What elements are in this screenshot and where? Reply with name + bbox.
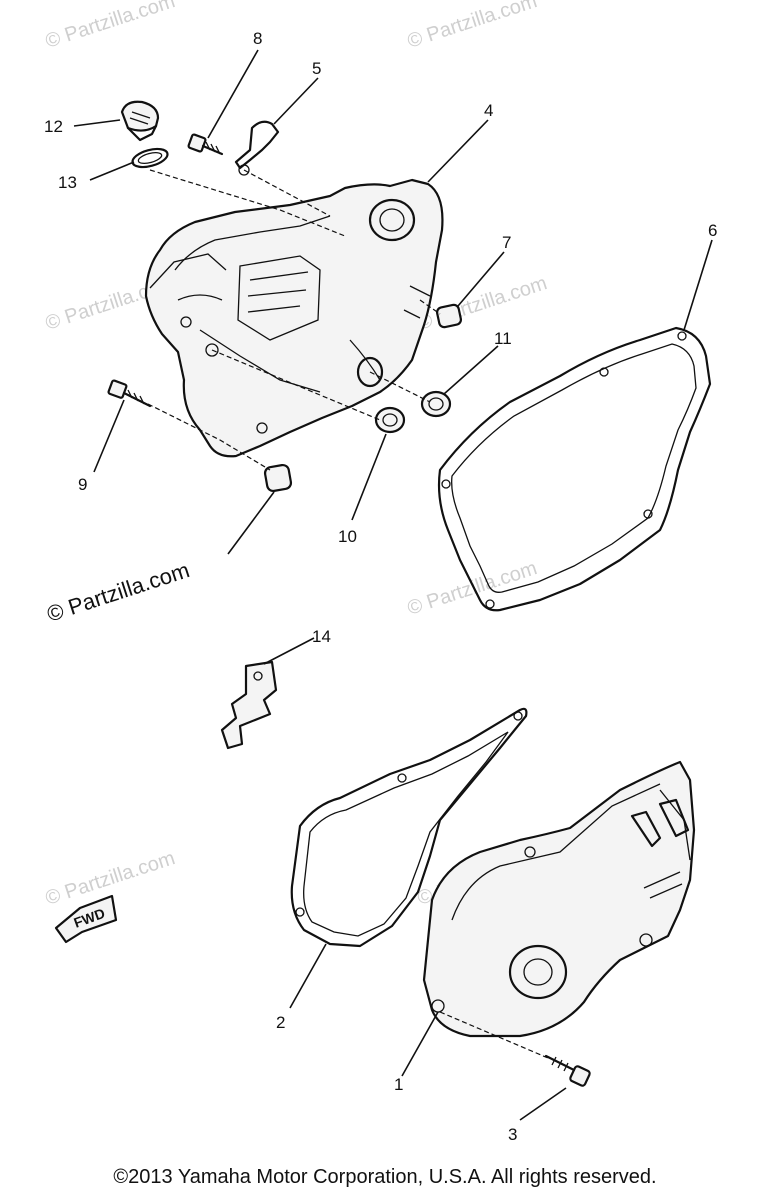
leader-lines <box>73 49 713 1121</box>
callout-13: 13 <box>58 173 77 192</box>
magneto-gasket-2-part <box>290 707 528 948</box>
watermark-top-right: © Partzilla.com <box>405 0 540 53</box>
callout-1: 1 <box>394 1075 403 1094</box>
callout-7: 7 <box>502 233 511 252</box>
o-ring-part <box>131 147 169 169</box>
bolt-8-part <box>187 133 224 156</box>
callout-6: 6 <box>708 221 717 240</box>
watermark-center-right: © Partzilla.com <box>405 557 540 620</box>
cable-guide-5-part <box>234 120 280 176</box>
cover-gasket-6-part <box>437 326 712 612</box>
watermark-main: © Partzilla.com <box>44 557 193 627</box>
callout-numbers: 12 13 8 5 4 7 6 11 9 10 14 2 1 3 <box>44 29 717 1144</box>
callout-11: 11 <box>494 329 512 348</box>
dowel-pin-7-part <box>435 303 463 329</box>
oil-seal-11-part <box>420 390 452 418</box>
bracket-14-part <box>220 660 278 750</box>
callout-3: 3 <box>508 1125 517 1144</box>
oil-seal-10-part <box>374 406 406 434</box>
callout-8: 8 <box>253 29 262 48</box>
assembly-lines <box>147 169 549 1059</box>
fwd-direction-arrow: FWD <box>54 894 118 944</box>
watermark-group: © Partzilla.com © Partzilla.com © Partzi… <box>43 0 550 910</box>
callout-5: 5 <box>312 59 321 78</box>
screw-3-part <box>544 1054 591 1087</box>
callout-2: 2 <box>276 1013 285 1032</box>
bolt-9-part <box>107 379 152 408</box>
callout-9: 9 <box>78 475 87 494</box>
watermark-top-left: © Partzilla.com <box>43 0 178 53</box>
watermark-mid-right: © Partzilla.com <box>415 272 550 335</box>
magneto-cover-1-part <box>422 760 696 1038</box>
dowel-pin-lower-part <box>263 463 293 493</box>
copyright-notice: ©2013 Yamaha Motor Corporation, U.S.A. A… <box>113 1166 657 1188</box>
callout-14: 14 <box>312 627 331 646</box>
crankcase-cover-part <box>144 178 444 458</box>
callout-12: 12 <box>44 117 63 136</box>
callout-10: 10 <box>338 527 357 546</box>
oil-filler-cap-part <box>120 100 160 142</box>
callout-4: 4 <box>484 101 493 120</box>
